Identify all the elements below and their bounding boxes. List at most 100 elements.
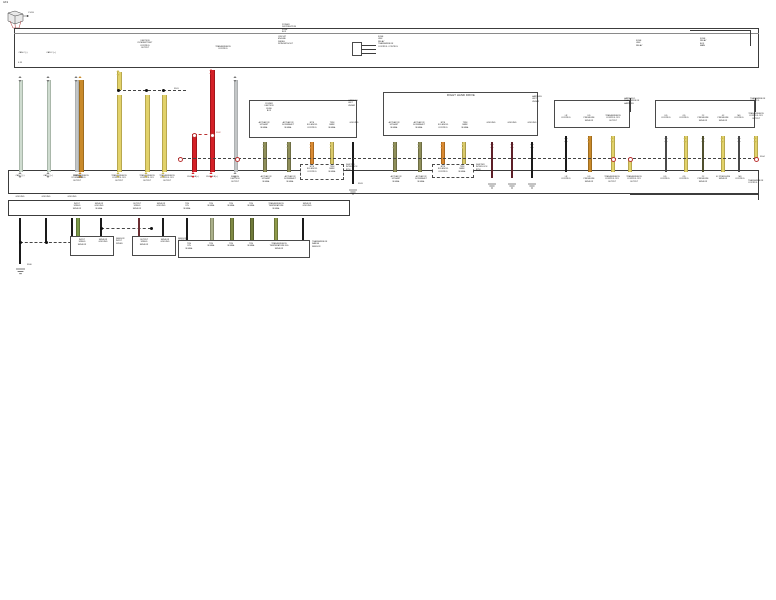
wire-can-positive: [47, 80, 52, 172]
wire-stop-lamp: [75, 80, 79, 172]
wire-tag-tcr-3: TRANSMISSION CONTROL RLY OUTPUT: [159, 175, 175, 182]
top-bus-label-fuse-relay: FUSE LINK RELAY TRANSMISSION CONTROL CON…: [378, 36, 399, 48]
center-sub-pin-0: BTSI SOLENOID CONTROL: [306, 166, 318, 173]
pin-marker-rhd-1: [417, 136, 421, 149]
pin-marker-center-0: [262, 136, 266, 149]
center-fusebox-group: [249, 100, 357, 138]
rhd-btsi-subgroup: [432, 164, 474, 178]
right-b-bottom-4: MS CONTROL: [735, 176, 745, 181]
trs-module: [178, 240, 310, 258]
rhd-pin-4: GROUND: [486, 122, 496, 124]
wire-trans-temp-signal: [274, 218, 279, 240]
right-b-bottom-0: UD CONTROL: [660, 176, 670, 181]
wire-trs-pn-signal: [186, 218, 189, 240]
wire-ms-control: [738, 136, 741, 172]
wire-right-a-tcr-1: [611, 136, 616, 172]
lower-label-input-speed: INPUT SPEED SENSOR: [72, 203, 82, 210]
right-b-pin-1: OD CONTROL: [679, 115, 689, 120]
splice-node-right-3: [610, 156, 616, 162]
pin-marker-rhd-4: [490, 136, 494, 149]
splice-tag-yellow: S101: [174, 88, 179, 90]
top-bus-label-fuse-box: FUSE RELAY BOX MAIN: [700, 38, 707, 48]
pin-marker-mid-8: [209, 165, 213, 178]
splice-point-red-2: [210, 132, 215, 138]
rhd-pin-2: BTSI SOLENOID CONTROL: [437, 122, 449, 129]
pin-marker-rgb-2: [701, 130, 705, 143]
connector-3d-icon: [5, 9, 31, 31]
input-module-pin-0: INPUT SPEED SENSOR: [77, 239, 87, 246]
wire-fused-bplus-2: [210, 70, 215, 172]
lower-label-sensor-ground-1: SENSOR GROUND SIGNAL: [94, 203, 104, 210]
wire-trs-signal-3: [250, 218, 255, 240]
rhd-sub-pin-0: BTSI SOLENOID CONTROL: [437, 166, 449, 173]
center-btsi-subgroup: [300, 164, 344, 180]
right-b-bottom-1: OD CONTROL: [679, 176, 689, 181]
pin-tcr-feed-top: [116, 63, 120, 76]
wire-ud-control: [665, 136, 668, 172]
trs-module-pin-3: TRS SIGNAL: [247, 243, 255, 248]
wire-center-trsi: [330, 142, 335, 164]
top-bus-label-can-neg: CAN C (-): [18, 52, 28, 54]
rhd-title: RIGHT HAND DRIVE: [447, 94, 475, 97]
rhd-pin-0: ACTUATOR UPSHIFT SIGNAL: [388, 122, 400, 129]
pin-marker-rga-1: [587, 130, 591, 143]
center-bottom-pin-0: ACTUATOR UPSHIFT SIGNAL: [260, 176, 272, 183]
right-lower-bracket-drop: [758, 178, 759, 200]
trs-module-pin-2: TRS SIGNAL: [227, 243, 235, 248]
pin-marker-rgb-0: [664, 130, 668, 143]
splice-tag-red: S102: [216, 132, 221, 134]
right-b-bottom-2: 2C PRESSURE SENSOR: [697, 176, 709, 183]
pin-stop-lamp-top: [74, 69, 78, 82]
right-edge-bracket-a: [630, 98, 631, 112]
splice-node-right-5: [753, 156, 759, 162]
right-a-pin-0: LR CONTROL: [561, 115, 571, 120]
right-b-bottom-3: 4C PRESSURE SENSOR: [715, 176, 731, 181]
lower-label-trans-temp: TRANSMISSION TEMPERATURE SIGNAL: [268, 203, 284, 210]
right-lower-tag: TRANSMISSION CONTROL: [748, 180, 764, 185]
trs-module-pin-4: TRANSMISSION TEMPERATURE SIG SENSOR: [269, 243, 289, 250]
pin-can-negative-top: [18, 69, 22, 82]
lower-label-sensor-ground-3: SENSOR GROUND: [302, 203, 312, 208]
wire-ud-pressure-sensor: [588, 136, 593, 172]
ground-label-0: GROUND: [15, 196, 25, 198]
splice-sensor-gnd-2: [150, 226, 153, 230]
splice-point-yellow-2: [145, 88, 148, 92]
rhd-pin-6: GROUND: [527, 122, 537, 124]
wire-2c-pressure-sensor: [702, 136, 705, 172]
splice-node-right-2: [234, 156, 240, 162]
wire-output-sensor-ground: [162, 218, 165, 236]
center-sub-pin-1: TRSI PARK SIGNAL: [328, 166, 336, 173]
splice-point-yellow-3: [162, 88, 165, 92]
pin-marker-rgb-3: [720, 130, 724, 143]
trs-module-pin-1: TRS SIGNAL: [207, 243, 215, 248]
right-a-pin-1: UD PRESSURE SENSOR: [583, 115, 595, 122]
trs-module-pin-0: TRS P/N SIGNAL: [185, 243, 193, 250]
splice-point-ground-2: [45, 240, 48, 244]
output-module-pin-0: OUTPUT SPEED SENSOR: [139, 239, 149, 246]
wire-switch-ignition-output: [234, 80, 238, 172]
wire-right-b-tcr: [754, 136, 759, 158]
ground-label-2: GROUND: [67, 196, 77, 198]
lower-label-trs-2: TRS SIGNAL: [227, 203, 235, 208]
top-bus-label-ignition: IGNITION INTERMITTENT CONTROL OUTPUT: [137, 40, 153, 50]
splice-point-ground-1: [19, 240, 22, 244]
lower-label-trs-1: TRS SIGNAL: [207, 203, 215, 208]
lower-module-bus: [8, 200, 350, 216]
splice-bus-red: [193, 134, 213, 135]
wire-rhd-ground-2: [511, 142, 514, 178]
top-bus-label-transmission: TRANSMISSION CONTROL: [215, 46, 231, 51]
rhd-pin-1: ACTUATOR DOWNSHIFT SIGNAL: [412, 122, 426, 129]
ground-symbol-rhd-2: [507, 177, 517, 195]
splice-point-yellow-1: [117, 88, 120, 92]
wire-rhd-trsi: [462, 142, 467, 164]
middle-module-bus: [8, 170, 759, 194]
pin-transmission-control-top: [78, 69, 82, 82]
top-right-caption: POWER DISTRIBUTION FUSE BOX: [282, 24, 297, 34]
wire-od-control: [684, 136, 689, 172]
lower-label-trs-pn: TRS P/N SIGNAL: [183, 203, 191, 210]
pin-marker-rgb-1: [683, 130, 687, 143]
wire-rhd-upshift: [393, 142, 398, 172]
pin-marker-rhd-2: [440, 136, 444, 149]
rhd-pin-3: TRSI PARK SIGNAL: [461, 122, 469, 129]
